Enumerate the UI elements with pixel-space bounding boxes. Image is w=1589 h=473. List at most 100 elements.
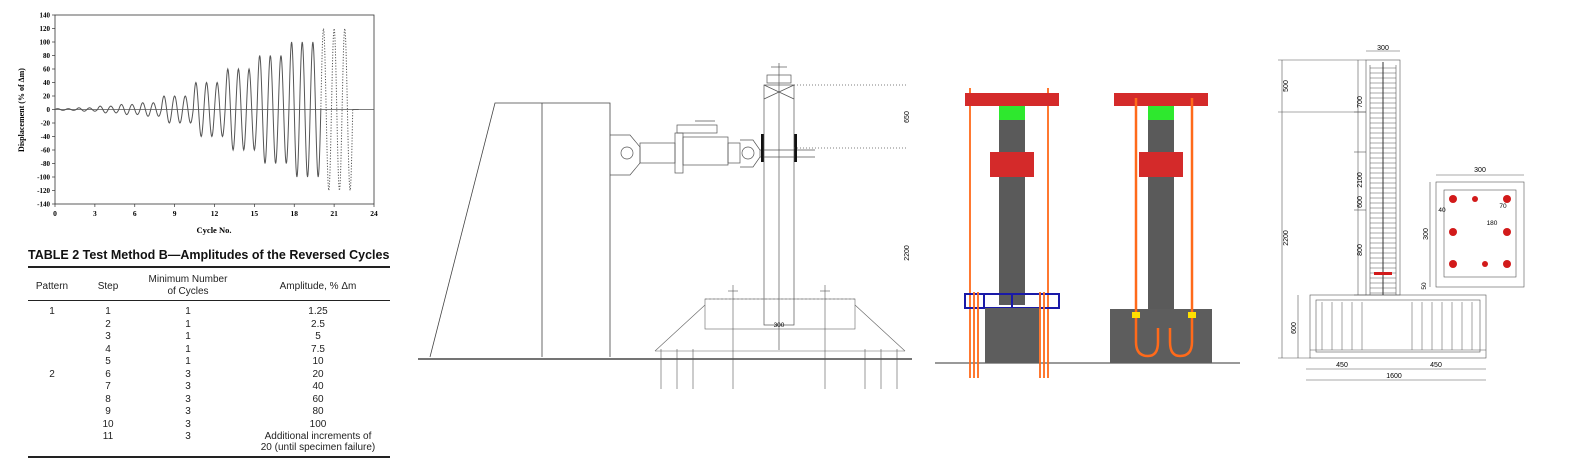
rebar-dot-6	[1503, 260, 1511, 268]
specimen-a-green-block	[999, 106, 1025, 120]
table-top-rule	[28, 266, 390, 268]
cell-amplitude: 7.5	[311, 343, 325, 355]
header-amplitude: Amplitude, % Δm	[279, 281, 357, 292]
cell-cycles: 3	[185, 381, 191, 392]
specimen-b-mid-plate	[1139, 152, 1183, 177]
chart-svg: 140120100806040200-20-40-60-80-100-120-1…	[17, 12, 378, 236]
cell-step: 4	[105, 343, 111, 355]
column-stirrups	[1370, 62, 1396, 295]
table-title: TABLE 2 Test Method B—Amplitudes of the …	[28, 248, 390, 262]
cell-step: 1	[105, 306, 111, 317]
cell-amplitude: 5	[315, 331, 321, 342]
cell-amplitude: 60	[312, 393, 324, 405]
cell-amplitude: 2.5	[311, 318, 325, 330]
footing-bars	[1321, 302, 1473, 350]
rebar-dot-8	[1482, 261, 1488, 267]
x-axis-label: Cycle No.	[197, 225, 232, 235]
cell-cycles: 1	[185, 318, 191, 330]
dim-footing-600: 600	[1291, 322, 1298, 334]
specimen-b-footing	[1110, 309, 1212, 363]
y-tick-label: 40	[43, 79, 51, 87]
rebar-dot-7	[1472, 196, 1478, 202]
cell-amplitude: 1.25	[308, 306, 328, 317]
table-row-note: 20 (until specimen failure)	[260, 442, 376, 453]
cell-step: 10	[102, 418, 114, 430]
cell-cycles: 1	[185, 343, 191, 355]
cell-step: 5	[105, 356, 111, 367]
cell-step: 8	[105, 393, 111, 405]
rebar-dot-4	[1503, 228, 1511, 236]
dim-40: 40	[1438, 207, 1446, 214]
x-tick-label: 0	[53, 209, 57, 218]
dim-2100: 2100	[1357, 172, 1364, 188]
x-tick-label: 9	[173, 209, 177, 218]
cell-step: 6	[105, 368, 111, 380]
header-cycles-line2: of Cycles	[167, 286, 209, 297]
y-tick-label: -60	[41, 147, 51, 155]
specimen-b-green-block	[1148, 106, 1174, 120]
header-cycles-line1: Minimum Number	[148, 274, 228, 285]
cell-amplitude: 100	[309, 418, 327, 430]
cell-step: 3	[105, 331, 111, 342]
cell-step: 7	[105, 381, 111, 392]
y-tick-label: -20	[41, 120, 51, 128]
clamp-right	[794, 134, 797, 162]
anchor-rods	[660, 285, 898, 389]
specimen-a-mid-plate	[990, 152, 1034, 177]
cell-amplitude: 80	[312, 406, 324, 417]
y-tick-label: -100	[37, 174, 50, 182]
rebar-dot-3	[1449, 228, 1457, 236]
test-setup-drawing: 650 2200 300	[415, 55, 915, 395]
cell-cycles: 1	[185, 306, 191, 317]
y-tick-label: 60	[43, 66, 51, 74]
dim-footing-1600: 1600	[1386, 373, 1402, 380]
specimen-b-hook-left	[1134, 98, 1160, 358]
cell-amplitude: 20	[312, 368, 324, 380]
y-tick-label: -80	[41, 160, 51, 168]
specimen-a-top-plate	[965, 93, 1059, 106]
cell-cycles: 1	[185, 356, 191, 367]
series-line-solid	[54, 41, 322, 178]
dim-section-width: 300	[1474, 167, 1486, 174]
column-base-mark	[1374, 272, 1392, 275]
cell-step: 2	[105, 318, 111, 330]
dim-2200: 2200	[904, 245, 911, 261]
x-tick-label: 18	[291, 209, 299, 218]
dim-overall-2200: 2200	[1283, 230, 1290, 246]
specimen-b-coupler-left	[1132, 312, 1140, 318]
y-tick-label: -40	[41, 133, 51, 141]
cell-amplitude: 40	[312, 381, 324, 392]
dim-top-500: 500	[1283, 80, 1290, 92]
dim-section-height: 300	[1423, 228, 1430, 240]
x-tick-label: 15	[251, 209, 259, 218]
header-step: Step	[97, 281, 119, 292]
specimen-a-column	[999, 120, 1025, 305]
cell-step: 11	[102, 431, 114, 442]
y-tick-label: 140	[40, 12, 51, 20]
dim-800: 800	[1357, 244, 1364, 256]
header-pattern: Pattern	[35, 281, 69, 292]
y-tick-label: 20	[43, 93, 51, 101]
dim-700: 700	[1357, 96, 1364, 108]
cell-cycles: 1	[185, 331, 191, 342]
cell-cycles: 3	[185, 368, 191, 380]
specimen-b-coupler-right	[1188, 312, 1196, 318]
rebar-dot-2	[1503, 195, 1511, 203]
reaction-wall	[429, 102, 611, 358]
cell-pattern: 2	[49, 368, 55, 380]
column	[763, 63, 907, 350]
dim-180: 180	[1487, 220, 1498, 227]
dim-50: 50	[1421, 282, 1428, 290]
y-tick-label: 80	[43, 52, 51, 60]
actuator	[610, 120, 815, 176]
dim-70: 70	[1499, 203, 1507, 210]
y-tick-label: -120	[37, 187, 50, 195]
section-rebars	[1449, 195, 1511, 268]
specimen-b-top-plate	[1114, 93, 1208, 106]
y-tick-label: -140	[37, 201, 50, 209]
dim-right-450: 450	[1430, 362, 1442, 369]
dim-600: 600	[1357, 196, 1364, 208]
rebar-dot-5	[1449, 260, 1457, 268]
table-header-rule	[28, 300, 390, 301]
amplitude-table: TABLE 2 Test Method B—Amplitudes of the …	[28, 246, 398, 468]
